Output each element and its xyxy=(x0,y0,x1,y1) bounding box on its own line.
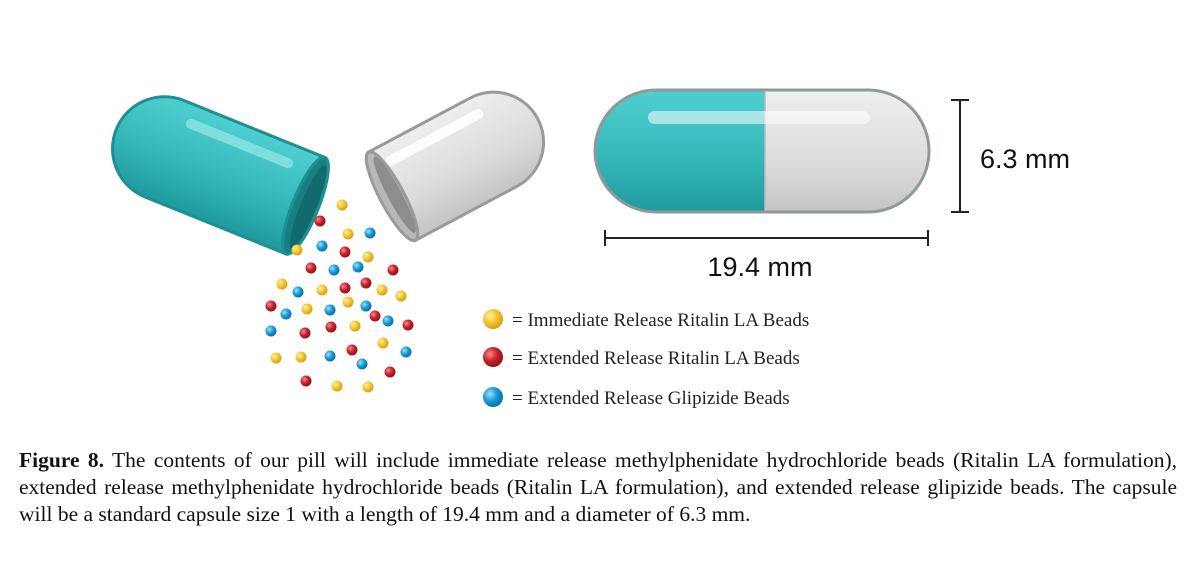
bead-blue xyxy=(400,346,412,358)
bead-blue xyxy=(328,264,340,276)
open-capsule-grey-half xyxy=(364,90,546,243)
bead-red xyxy=(265,300,277,312)
bead-yellow xyxy=(395,290,407,302)
length-dimension: 19.4 mm xyxy=(604,230,929,282)
bead-yellow xyxy=(301,303,313,315)
bead-red xyxy=(339,246,351,258)
legend: = Immediate Release Ritalin LA Beads = E… xyxy=(483,309,809,409)
bead-red xyxy=(346,344,358,356)
bead-red xyxy=(387,264,399,276)
bead-yellow xyxy=(295,351,307,363)
bead-blue xyxy=(324,304,336,316)
bead-red xyxy=(305,262,317,274)
bead-yellow xyxy=(377,337,389,349)
legend-item-extended-release-glipizide: = Extended Release Glipizide Beads xyxy=(483,387,790,409)
bead-red xyxy=(384,366,396,378)
bead-blue xyxy=(352,261,364,273)
bead-red xyxy=(360,277,372,289)
bead-yellow xyxy=(342,296,354,308)
bead-blue xyxy=(292,286,304,298)
bead-yellow xyxy=(362,381,374,393)
legend-label: = Immediate Release Ritalin LA Beads xyxy=(512,310,809,331)
bead-yellow xyxy=(276,278,288,290)
bead-blue xyxy=(316,240,328,252)
bead-red xyxy=(339,282,351,294)
bead-blue xyxy=(265,325,277,337)
open-capsule-teal-half xyxy=(111,95,330,256)
legend-item-extended-release-ritalin: = Extended Release Ritalin LA Beads xyxy=(483,347,800,369)
red-bead-icon xyxy=(483,347,503,367)
bead-yellow xyxy=(336,199,348,211)
bead-red xyxy=(402,319,414,331)
bead-red xyxy=(314,215,326,227)
closed-capsule xyxy=(593,88,931,214)
bead-yellow xyxy=(342,228,354,240)
caption-text: The contents of our pill will include im… xyxy=(19,448,1177,526)
bead-yellow xyxy=(349,320,361,332)
bead-red xyxy=(300,375,312,387)
figure-caption: Figure 8. The contents of our pill will … xyxy=(19,447,1177,528)
legend-label: = Extended Release Ritalin LA Beads xyxy=(512,348,800,369)
bead-yellow xyxy=(270,352,282,364)
bead-red xyxy=(369,310,381,322)
diameter-label: 6.3 mm xyxy=(980,144,1070,174)
bead-yellow xyxy=(291,244,303,256)
length-label: 19.4 mm xyxy=(707,252,812,282)
bead-red xyxy=(299,327,311,339)
bead-blue xyxy=(360,300,372,312)
bead-yellow xyxy=(316,284,328,296)
bead-yellow xyxy=(376,284,388,296)
yellow-bead-icon xyxy=(483,309,503,329)
blue-bead-icon xyxy=(483,387,503,407)
bead-blue xyxy=(382,315,394,327)
legend-item-immediate-release-ritalin: = Immediate Release Ritalin LA Beads xyxy=(483,309,809,331)
bead-blue xyxy=(364,227,376,239)
diameter-dimension: 6.3 mm xyxy=(951,99,1070,213)
bead-blue xyxy=(356,358,368,370)
bead-yellow xyxy=(362,251,374,263)
legend-label: = Extended Release Glipizide Beads xyxy=(512,388,790,409)
bead-blue xyxy=(280,308,292,320)
bead-blue xyxy=(324,350,336,362)
bead-red xyxy=(325,321,337,333)
spilled-beads xyxy=(265,199,414,393)
bead-yellow xyxy=(331,380,343,392)
figure-label: Figure 8. xyxy=(19,448,105,472)
